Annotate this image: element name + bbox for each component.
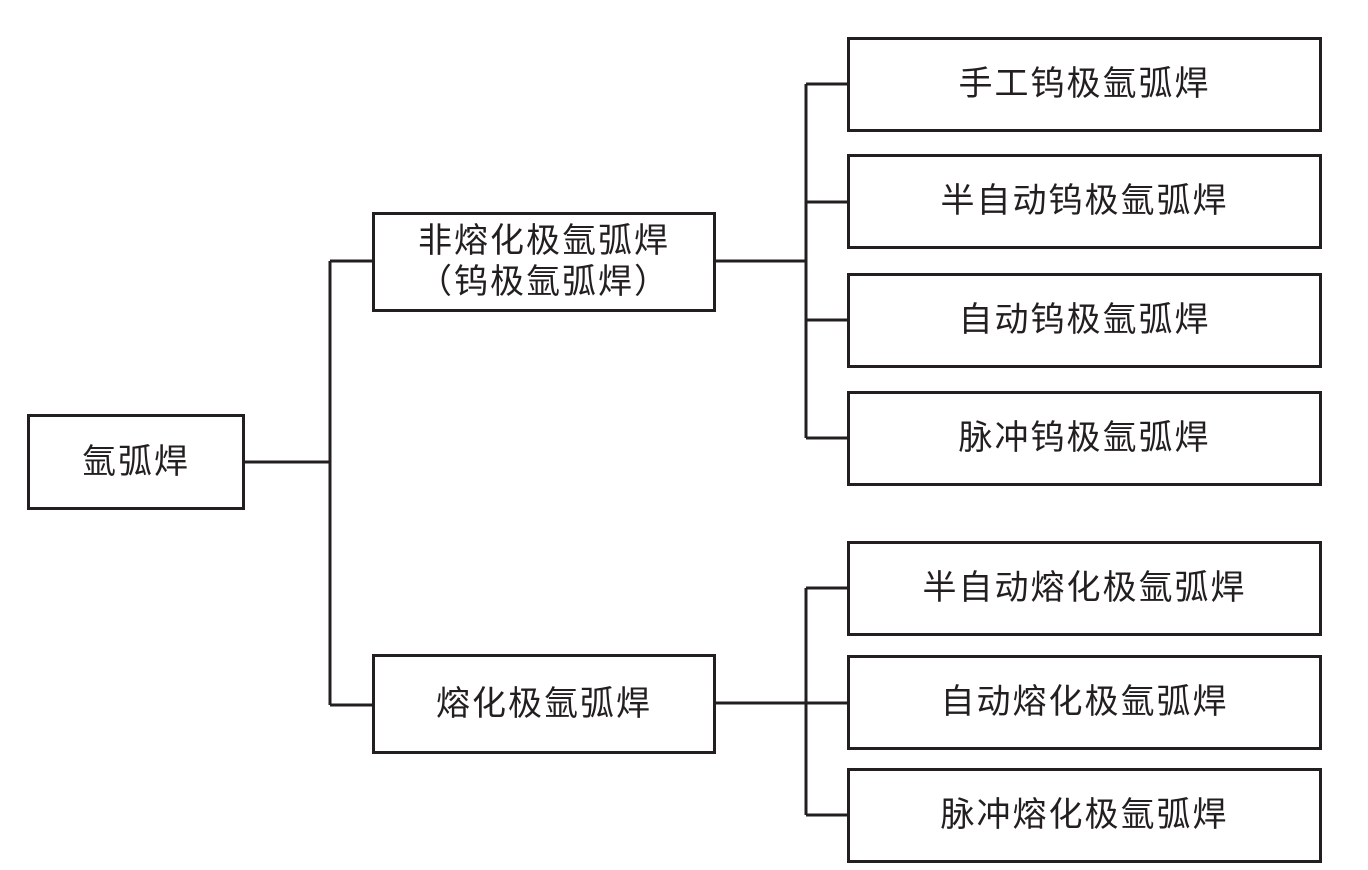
branch-node-tig: 非熔化极氩弧焊 （钨极氩弧焊）	[372, 212, 716, 312]
leaf-node-pulse-mig: 脉冲熔化极氩弧焊	[847, 768, 1322, 863]
leaf-label: 手工钨极氩弧焊	[958, 64, 1211, 105]
branch-tig-label-line1: 非熔化极氩弧焊	[418, 221, 670, 262]
leaf-label: 脉冲熔化极氩弧焊	[940, 795, 1229, 836]
leaf-node-auto-mig: 自动熔化极氩弧焊	[847, 655, 1322, 750]
leaf-label: 自动熔化极氩弧焊	[940, 682, 1229, 723]
branch-node-mig: 熔化极氩弧焊	[372, 654, 716, 754]
root-label: 氩弧焊	[82, 441, 190, 482]
leaf-node-pulse-tig: 脉冲钨极氩弧焊	[847, 391, 1322, 486]
leaf-label: 脉冲钨极氩弧焊	[958, 418, 1211, 459]
leaf-label: 半自动钨极氩弧焊	[940, 181, 1229, 222]
leaf-label: 半自动熔化极氩弧焊	[922, 568, 1247, 609]
leaf-node-manual-tig: 手工钨极氩弧焊	[847, 37, 1322, 132]
root-node: 氩弧焊	[27, 414, 245, 510]
branch-mig-label: 熔化极氩弧焊	[436, 683, 652, 724]
leaf-node-semiauto-mig: 半自动熔化极氩弧焊	[847, 541, 1322, 636]
leaf-node-semiauto-tig: 半自动钨极氩弧焊	[847, 154, 1322, 249]
branch-tig-label-line2: （钨极氩弧焊）	[418, 262, 670, 302]
leaf-label: 自动钨极氩弧焊	[958, 300, 1211, 341]
leaf-node-auto-tig: 自动钨极氩弧焊	[847, 273, 1322, 368]
